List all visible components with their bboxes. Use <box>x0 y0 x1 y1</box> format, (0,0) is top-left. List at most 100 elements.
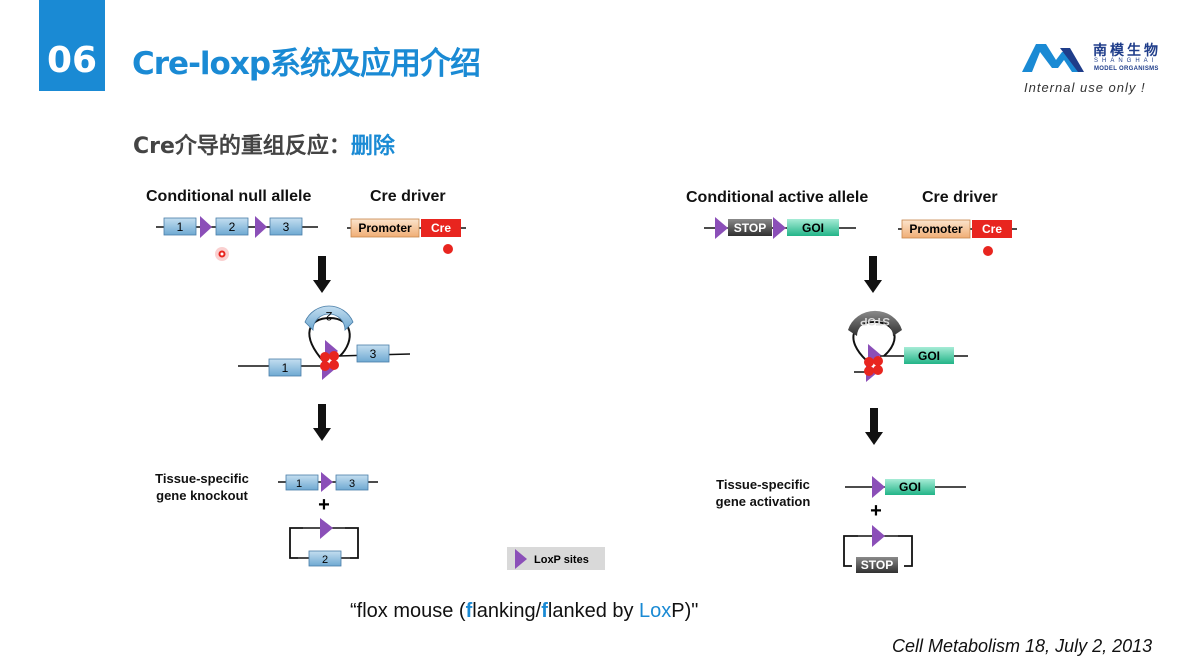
exon-box <box>308 550 342 567</box>
flox-part: lanking/ <box>472 600 542 622</box>
goi-label: GOI <box>918 349 940 363</box>
internal-use-note: Internal use only ! <box>1024 80 1146 95</box>
exon-box <box>285 474 319 491</box>
logo-en-line1: SHANGHAI <box>1094 58 1158 64</box>
subtitle-highlight: 删除 <box>350 134 395 159</box>
loxp-site-icon <box>515 549 527 569</box>
loxp-site-icon <box>715 217 728 239</box>
stop-label: STOP <box>734 221 766 235</box>
exon-label: 3 <box>349 478 355 490</box>
flox-definition: “flox mouse (flanking/flanked by LoxP)" <box>350 600 698 623</box>
left-allele-title: Conditional null allele <box>146 188 312 205</box>
cre-box <box>421 219 461 237</box>
loxp-legend: LoxP sites <box>507 547 605 570</box>
loxp-site-icon <box>773 217 786 239</box>
exon-box <box>269 217 303 236</box>
legend-box <box>507 547 605 570</box>
exon-label: 1 <box>296 478 302 490</box>
exon-label: 1 <box>282 361 289 375</box>
stop-box <box>848 310 902 336</box>
right-activation-result: GOI + STOP <box>843 476 966 573</box>
down-arrow-icon <box>313 256 331 293</box>
logo-cn-text: 南模生物 <box>1093 43 1161 59</box>
stop-box <box>856 557 898 573</box>
loxp-site-icon <box>320 518 333 539</box>
loxp-site-icon <box>255 216 267 238</box>
cre-tetramer-icon <box>864 356 883 376</box>
logo-en-line2: MODEL ORGANISMS <box>1094 66 1159 72</box>
exon-label: 2 <box>229 220 236 234</box>
goi-label: GOI <box>899 480 921 494</box>
citation: Cell Metabolism 18, July 2, 2013 <box>892 636 1153 656</box>
exon-label: 3 <box>370 347 377 361</box>
stop-label: STOP <box>861 558 893 572</box>
company-logo-icon <box>1022 44 1084 72</box>
exon-box <box>163 217 197 236</box>
cre-tetramer-icon <box>320 351 339 371</box>
cre-protein-icon <box>983 246 993 256</box>
down-arrow-icon <box>864 256 882 293</box>
right-active-allele: STOP GOI <box>704 217 856 239</box>
left-driver-title: Cre driver <box>370 188 446 205</box>
exon-box <box>215 217 249 236</box>
right-synapsis: STOP GOI <box>848 310 968 382</box>
plus-sign: + <box>318 494 330 516</box>
stop-label: STOP <box>860 315 890 327</box>
promoter-label: Promoter <box>358 221 412 235</box>
cre-protein-icon <box>443 244 453 254</box>
left-null-allele: 1 2 3 <box>156 216 318 238</box>
exon-box <box>335 474 369 491</box>
goi-label: GOI <box>802 221 824 235</box>
goi-box <box>904 347 954 364</box>
down-arrow-icon <box>865 408 883 445</box>
flox-part: f <box>541 600 548 622</box>
promoter-box <box>901 219 971 239</box>
cre-box <box>972 220 1012 238</box>
promoter-label: Promoter <box>909 222 963 236</box>
right-result-label: Tissue-specific gene activation <box>702 476 824 510</box>
cre-label: Cre <box>982 222 1002 236</box>
flox-part: lanked by <box>547 600 640 622</box>
right-allele-title: Conditional active allele <box>686 189 869 206</box>
left-cre-driver: Promoter Cre <box>347 218 466 254</box>
plus-sign: + <box>870 500 882 522</box>
right-result-label-line1: Tissue-specific <box>716 477 810 492</box>
left-synapsis: 1 2 3 <box>238 305 411 380</box>
stop-box <box>728 219 772 236</box>
section-number-badge: 06 <box>39 0 105 91</box>
exon-label: 1 <box>177 220 184 234</box>
loxp-site-icon <box>200 216 212 238</box>
left-result-label-line2: gene knockout <box>156 488 248 503</box>
pointer-highlight-icon <box>215 247 229 261</box>
page-title: Cre-loxp系统及应用介绍 <box>132 46 481 82</box>
right-cre-driver: Promoter Cre <box>898 219 1017 256</box>
loxp-site-icon <box>872 476 885 498</box>
loxp-site-icon <box>321 472 333 492</box>
left-result-label-line1: Tissue-specific <box>155 471 249 486</box>
down-arrow-icon <box>313 404 331 441</box>
slide-subtitle: Cre介导的重组反应：删除 <box>133 128 395 160</box>
exon-box <box>356 344 390 363</box>
cre-label: Cre <box>431 221 451 235</box>
section-number: 06 <box>46 40 98 81</box>
right-result-label-line2: gene activation <box>715 494 811 509</box>
subtitle-prefix: Cre介导的重组反应： <box>133 134 351 159</box>
goi-box <box>787 219 839 236</box>
legend-label: LoxP sites <box>534 554 589 566</box>
right-driver-title: Cre driver <box>922 189 998 206</box>
loxp-site-icon <box>872 525 885 547</box>
exon-label: 3 <box>283 220 290 234</box>
exon-box <box>304 305 354 331</box>
flox-part: f <box>465 600 473 622</box>
exon-label: 2 <box>325 309 332 323</box>
promoter-box <box>350 218 420 238</box>
exon-label: 2 <box>322 554 328 566</box>
exon-box <box>268 358 302 377</box>
flox-part: “flox mouse ( <box>350 600 466 622</box>
left-knockout-result: 1 3 + 2 <box>278 472 378 567</box>
flox-part: Lox <box>639 600 672 622</box>
flox-part: P)" <box>671 600 699 622</box>
left-result-label: Tissue-specific gene knockout <box>140 470 264 504</box>
goi-box <box>885 479 935 495</box>
